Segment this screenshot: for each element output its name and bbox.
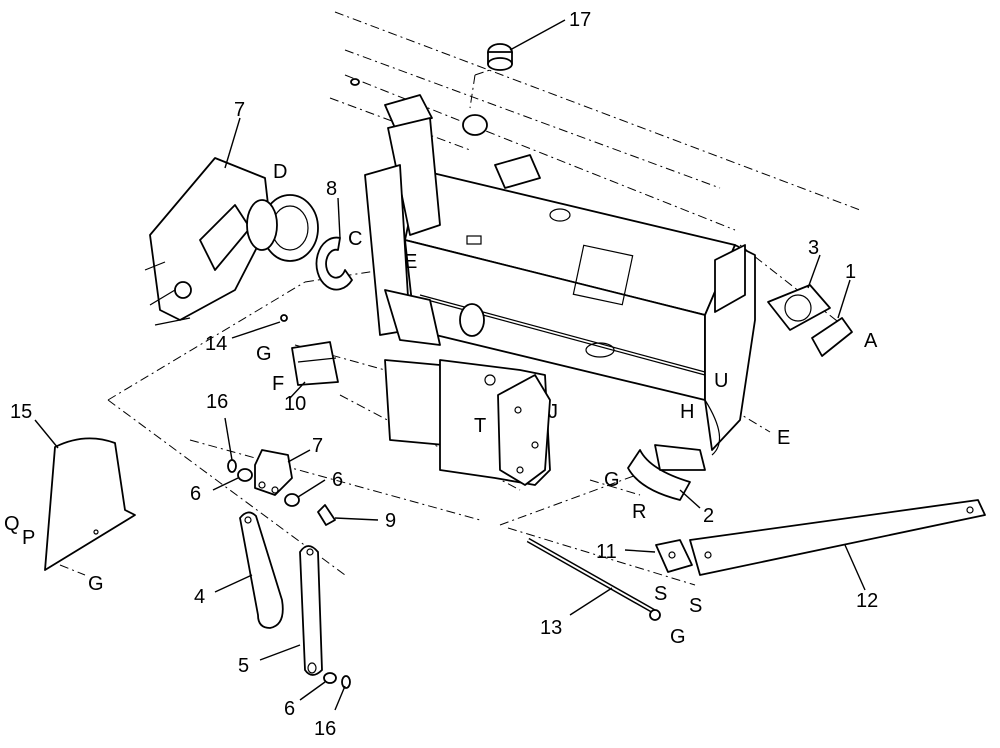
callout-15: 15 bbox=[10, 401, 32, 423]
callout-10: 10 bbox=[284, 393, 306, 415]
callout-9: 9 bbox=[385, 510, 396, 532]
top-brackets bbox=[350, 78, 541, 236]
lower-center-bracket bbox=[384, 359, 551, 486]
callout-8: 8 bbox=[326, 178, 337, 200]
part-3-gasket bbox=[767, 284, 831, 331]
letter-A: A bbox=[864, 330, 878, 352]
part-13-rod bbox=[526, 537, 661, 621]
part-2-bracket bbox=[627, 444, 706, 501]
callout-5: 5 bbox=[238, 655, 249, 677]
reference-letters: A C D E E F G G G G H J P Q R S S T U bbox=[4, 161, 878, 648]
part-1-cover-plate bbox=[811, 317, 853, 357]
callout-7-lower: 7 bbox=[312, 435, 323, 457]
callout-1: 1 bbox=[845, 261, 856, 283]
letter-H: H bbox=[680, 401, 694, 423]
part-15-shield bbox=[44, 437, 136, 571]
part-11-clevis bbox=[655, 539, 693, 573]
letter-R: R bbox=[632, 501, 646, 523]
callout-2: 2 bbox=[703, 505, 714, 527]
part-14-bolt bbox=[280, 314, 288, 322]
callout-4: 4 bbox=[194, 586, 205, 608]
left-support-plate bbox=[364, 164, 485, 346]
callout-12: 12 bbox=[856, 590, 878, 612]
letter-T: T bbox=[474, 415, 486, 437]
callout-6-left: 6 bbox=[190, 483, 201, 505]
callout-14: 14 bbox=[205, 333, 227, 355]
callout-11: 11 bbox=[596, 541, 617, 563]
letter-Q: Q bbox=[4, 513, 20, 535]
callout-16-upper: 16 bbox=[206, 391, 228, 413]
callout-17: 17 bbox=[569, 9, 591, 31]
letter-U: U bbox=[714, 370, 728, 392]
part-9-pin bbox=[317, 504, 336, 526]
letter-P: P bbox=[22, 527, 35, 549]
part-16-clip-bottom bbox=[341, 675, 351, 689]
letter-G-mid: G bbox=[604, 469, 620, 491]
letter-G-shield: G bbox=[88, 573, 104, 595]
letter-J: J bbox=[548, 401, 558, 423]
letter-E-upper: E bbox=[404, 251, 417, 273]
letter-G-rod: G bbox=[670, 626, 686, 648]
part-5-link bbox=[299, 545, 323, 676]
part-7-pivot-block bbox=[254, 449, 293, 496]
part-12-bar bbox=[689, 499, 986, 576]
callout-3: 3 bbox=[808, 237, 819, 259]
part-6-washer-bottom bbox=[323, 672, 337, 684]
part-6-washer-right bbox=[284, 493, 300, 507]
leader-lines bbox=[34, 19, 866, 711]
part-17-plug bbox=[487, 43, 513, 71]
letter-S-right: S bbox=[689, 595, 702, 617]
letter-S-left: S bbox=[654, 583, 667, 605]
part-8-snap-ring bbox=[315, 236, 353, 291]
callout-numbers: 17 7 8 3 1 14 10 15 16 7 6 6 9 4 5 6 16 … bbox=[10, 9, 878, 740]
callout-13: 13 bbox=[540, 617, 562, 639]
letter-E-right: E bbox=[777, 427, 790, 449]
part-7-gearbox-housing bbox=[144, 157, 319, 326]
part-4-link bbox=[239, 511, 284, 629]
callout-6-right: 6 bbox=[332, 469, 343, 491]
callout-16-bottom: 16 bbox=[314, 718, 336, 740]
letter-F: F bbox=[272, 373, 284, 395]
letter-G-left: G bbox=[256, 343, 272, 365]
part-16-clip-upper bbox=[227, 459, 237, 473]
callout-7-upper: 7 bbox=[234, 99, 245, 121]
part-6-washer-left bbox=[237, 468, 253, 482]
letter-C: C bbox=[348, 228, 362, 250]
letter-D: D bbox=[273, 161, 287, 183]
part-10-bracket bbox=[291, 341, 339, 386]
callout-6-bottom: 6 bbox=[284, 698, 295, 720]
